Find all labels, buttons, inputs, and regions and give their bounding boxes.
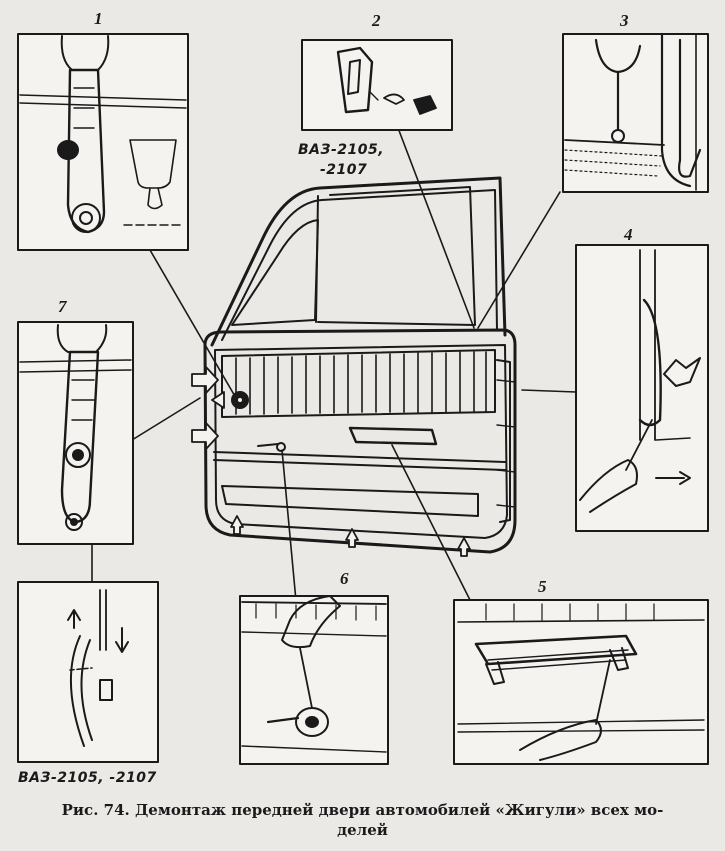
figure-caption: Рис. 74. Демонтаж передней двери автомоб… (0, 800, 725, 840)
caption-line-2: делей (337, 821, 388, 839)
panel-3 (562, 32, 709, 193)
panel-4 (575, 244, 709, 532)
variant-panel-label: ВАЗ-2105, -2107 (18, 770, 157, 786)
caption-line-1: Рис. 74. Демонтаж передней двери автомоб… (61, 801, 664, 819)
panel-1-number: 1 (94, 9, 103, 28)
panel-numbers: 1 2 3 4 5 6 7 (58, 9, 633, 596)
panel-3-number: 3 (619, 11, 629, 30)
inner-door-handle (257, 443, 279, 447)
panel-2-variant-line1: ВАЗ-2105, (298, 142, 384, 158)
panel-6-number: 6 (340, 569, 349, 588)
panel-6 (239, 595, 389, 765)
door-trim-ribs (235, 351, 487, 415)
panel-2-number: 2 (371, 11, 381, 30)
panel-1 (17, 33, 189, 251)
door-assembly (191, 176, 517, 557)
leader-lines (131, 119, 577, 645)
door-removal-diagram: 1 2 3 4 5 6 7 ВАЗ-2105, -2107 ВАЗ-2105, … (17, 9, 709, 786)
clip-arrows (191, 366, 471, 557)
panel-7 (17, 321, 134, 545)
armrest-handle (348, 426, 438, 446)
lock-knob (276, 442, 286, 452)
panel-7-number: 7 (58, 297, 68, 316)
panel-2-variant-line2: -2107 (320, 162, 367, 178)
panel-5 (453, 599, 709, 765)
panel-variant (17, 581, 159, 763)
panel-4-number: 4 (623, 225, 633, 244)
panel-2 (301, 39, 453, 131)
panel-5-number: 5 (538, 577, 547, 596)
